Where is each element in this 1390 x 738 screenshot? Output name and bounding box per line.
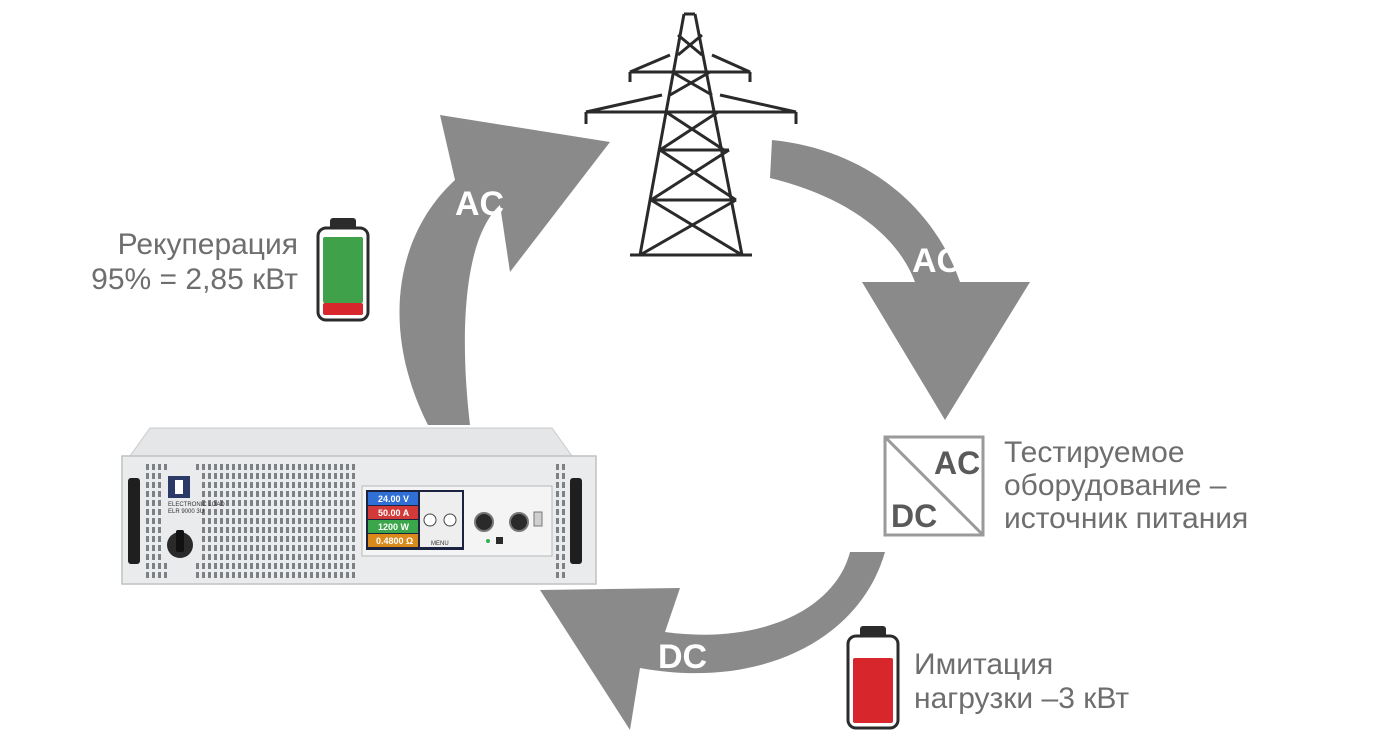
arrow-ac-down-right: AC [770,140,1030,420]
arrow-label-dc: DC [658,638,707,676]
screen-current: 50.00 A [378,508,410,518]
dut-label-line1: Тестируемое [1004,436,1185,469]
battery-load-icon [846,626,900,730]
load-label-line2: нагрузки –3 кВт [914,682,1129,715]
device-knob-left [474,512,494,532]
arrow-label-ac-right: AC [912,242,961,280]
screen-resistance: 0.4800 Ω [376,536,413,546]
device-vent-grille [146,464,565,578]
recuperation-value: 95% = 2,85 кВт [91,263,298,296]
device-handle-right [570,478,582,564]
arrow-label-ac-left: AC [455,185,504,223]
electronic-load-device: ELECTRONIC LOAD ELR 9000 3U 24.00 V 50.0… [121,427,597,585]
converter-label-dc: DC [891,498,937,534]
device-model: ELR 9000 3U [168,509,204,515]
device-knob-right [509,512,529,532]
device-brand: ELECTRONIC LOAD [168,502,225,508]
dut-label-line3: источник питания [1004,502,1248,535]
device-handle-left [128,478,140,564]
dut-label-line2: оборудование – [1004,469,1227,502]
recuperation-label: Рекуперация [118,228,298,261]
arrow-dc-bottom: DC [540,552,885,730]
ac-dc-converter-icon: AC DC [883,435,985,537]
load-label-line1: Имитация [914,648,1053,681]
device-usb-port [533,511,543,527]
battery-recuperation-icon [316,218,370,322]
arrow-ac-up-left: AC [399,115,610,425]
converter-label-ac: AC [934,445,980,481]
screen-menu: MENU [431,541,449,547]
screen-voltage: 24.00 V [378,494,409,504]
transmission-tower-icon [584,12,798,257]
screen-power: 1200 W [378,522,410,532]
